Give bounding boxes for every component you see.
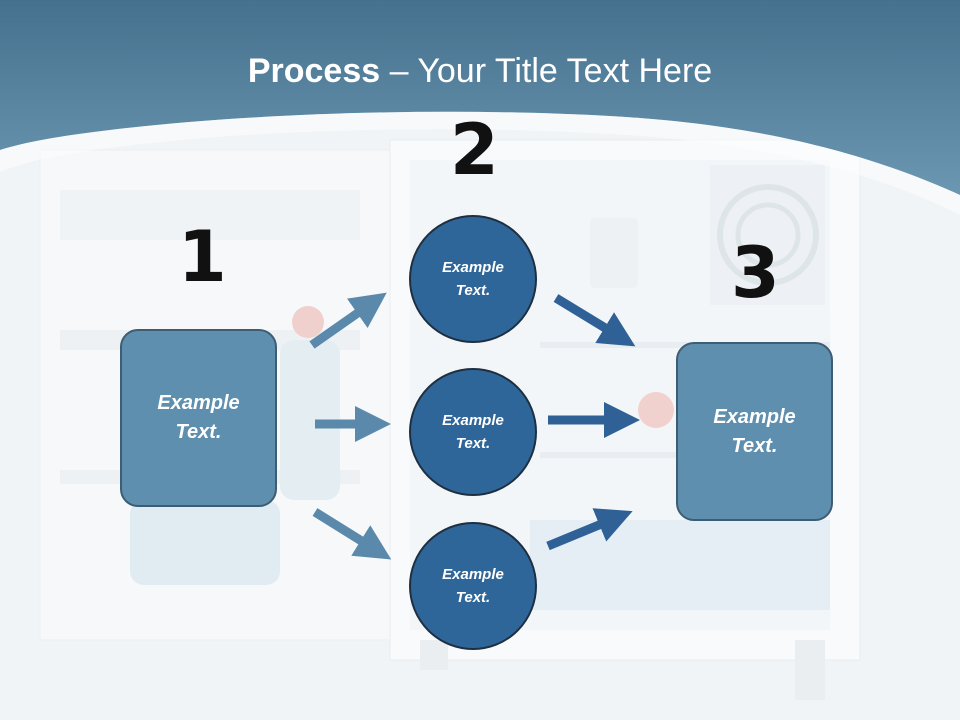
slide-title: Process – Your Title Text Here — [0, 52, 960, 91]
process-circle-bottom: Example Text. — [409, 522, 537, 650]
step-number-2: 2 — [450, 109, 499, 191]
title-rest-text: – Your Title Text Here — [380, 52, 713, 90]
step-number-3: 3 — [731, 232, 780, 314]
process-box-right: Example Text. — [676, 342, 833, 521]
step-number-1: 1 — [178, 216, 227, 298]
process-circle-top: Example Text. — [409, 215, 537, 343]
title-bold-text: Process — [247, 52, 381, 90]
process-box-left: Example Text. — [120, 329, 277, 507]
process-circle-middle: Example Text. — [409, 368, 537, 496]
